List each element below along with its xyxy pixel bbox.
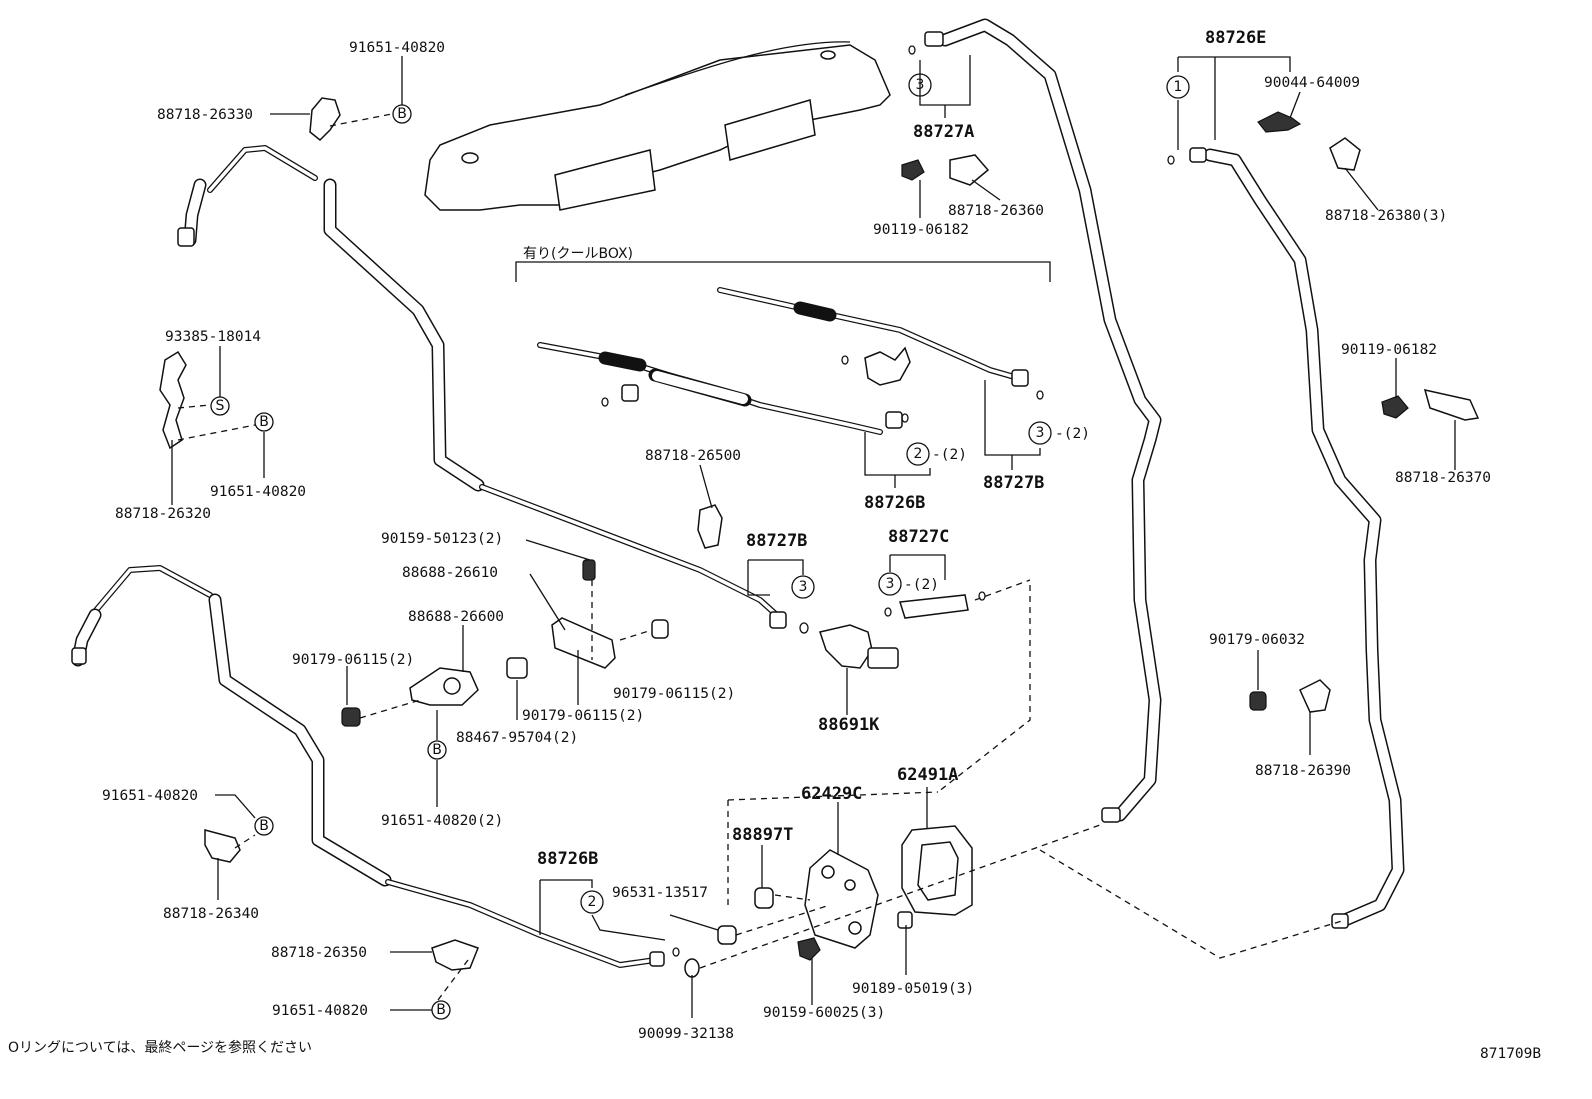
callout-3: 3 <box>886 576 895 592</box>
part-label: 96531-13517 <box>612 885 708 901</box>
o-rings <box>601 45 1175 957</box>
callout-3: 3 <box>799 579 808 595</box>
coolbox-bracket: 有り(クールBOX) <box>515 246 1051 282</box>
part-label: 62491A <box>897 765 958 785</box>
part-label: 88718-26330 <box>157 107 253 123</box>
coolbox-label: 有り(クールBOX) <box>523 246 633 262</box>
pipe-fittings <box>71 31 1349 967</box>
callout-b: B <box>432 742 442 758</box>
clamps-right <box>949 137 1480 713</box>
part-label: 90179-06115(2) <box>522 708 644 724</box>
part-label: 88718-26370 <box>1395 470 1491 486</box>
part-label: 88718-26320 <box>115 506 211 522</box>
screws <box>797 111 1409 961</box>
part-label: 88718-26390 <box>1255 763 1351 779</box>
part-label: 90099-32138 <box>638 1026 734 1042</box>
part-label: 88727B <box>746 531 807 551</box>
seal-62491A <box>901 825 973 916</box>
part-label: 90119-06182 <box>873 222 969 238</box>
part-label: 90119-06182 <box>1341 342 1437 358</box>
grommet-88897T <box>684 887 774 978</box>
part-label: 90179-06032 <box>1209 632 1305 648</box>
part-label: 88691K <box>818 715 880 735</box>
qty-label: -(2) <box>1055 426 1090 442</box>
callout-b: B <box>397 106 407 122</box>
part-label: 90159-50123(2) <box>381 531 503 547</box>
left-lower-pipe <box>71 565 658 968</box>
part-label: 88726B <box>537 849 598 869</box>
part-label: 88727A <box>913 122 974 142</box>
air-duct <box>424 41 891 211</box>
part-label: 88718-26360 <box>948 203 1044 219</box>
part-label: 91651-40820 <box>210 484 306 500</box>
diagram-id: 871709B <box>1480 1046 1541 1062</box>
valve-88691K <box>819 594 969 669</box>
right-long-hose <box>1203 148 1405 927</box>
part-label: 88726B <box>864 493 925 513</box>
bracket-88688-26610 <box>551 617 616 669</box>
callout-3: 3 <box>1036 425 1045 441</box>
part-label: 88727C <box>888 527 949 547</box>
callout-3: 3 <box>916 77 925 93</box>
part-label: 90044-64009 <box>1264 75 1360 91</box>
part-label: 88688-26600 <box>408 609 504 625</box>
leader-lines <box>171 55 1456 1018</box>
qty-label: -(2) <box>904 577 939 593</box>
part-label: 88718-26350 <box>271 945 367 961</box>
part-label: 62429C <box>801 784 862 804</box>
callout-b: B <box>259 414 269 430</box>
qty-label: -(2) <box>932 447 967 463</box>
part-label: 88726E <box>1205 28 1266 48</box>
callout-2: 2 <box>588 894 597 910</box>
clamp-88718-26350 <box>431 939 479 971</box>
part-label: 88718-26380(3) <box>1325 208 1447 224</box>
part-label: 90189-05019(3) <box>852 981 974 997</box>
part-labels: 91651-40820 88718-26330 93385-18014 9165… <box>102 28 1491 1042</box>
left-upper-pipe <box>183 145 783 621</box>
grommet-88467-95704 <box>506 657 528 679</box>
clamp-88718-26320 <box>159 350 187 450</box>
part-label: 88688-26610 <box>402 565 498 581</box>
plate-62429C <box>804 849 879 949</box>
part-label: 90179-06115(2) <box>613 686 735 702</box>
callout-2: 2 <box>914 446 923 462</box>
clamp-88718-26340 <box>204 829 241 863</box>
footnote: Oリングについては、最終ページを参照ください <box>8 1039 312 1056</box>
clip-88718-26500 <box>697 504 723 549</box>
part-label: 90179-06115(2) <box>292 652 414 668</box>
part-label: 88727B <box>983 473 1044 493</box>
part-label: 91651-40820 <box>102 788 198 804</box>
coolbox-pipes <box>537 287 1021 435</box>
part-label: 88897T <box>732 825 793 845</box>
part-label: 90159-60025(3) <box>763 1005 885 1021</box>
part-label: 88718-26500 <box>645 448 741 464</box>
callout-s: S <box>216 398 225 414</box>
center-long-hose <box>938 18 1162 822</box>
callout-b: B <box>259 818 269 834</box>
part-label: 93385-18014 <box>165 329 261 345</box>
part-label: 91651-40820 <box>349 40 445 56</box>
nuts <box>341 559 1267 929</box>
callout-1: 1 <box>1174 79 1183 95</box>
bracket-88688-26600 <box>409 667 479 706</box>
dashed-lines <box>177 113 1346 1001</box>
part-label: 88467-95704(2) <box>456 730 578 746</box>
callout-circles: B S B B B B 3 1 2 3 3 3 2 <box>210 73 1190 1020</box>
callout-b: B <box>436 1002 446 1018</box>
part-label: 91651-40820 <box>272 1003 368 1019</box>
part-label: 88718-26340 <box>163 906 259 922</box>
part-label: 91651-40820(2) <box>381 813 503 829</box>
clamp-88718-26330 <box>309 97 341 142</box>
